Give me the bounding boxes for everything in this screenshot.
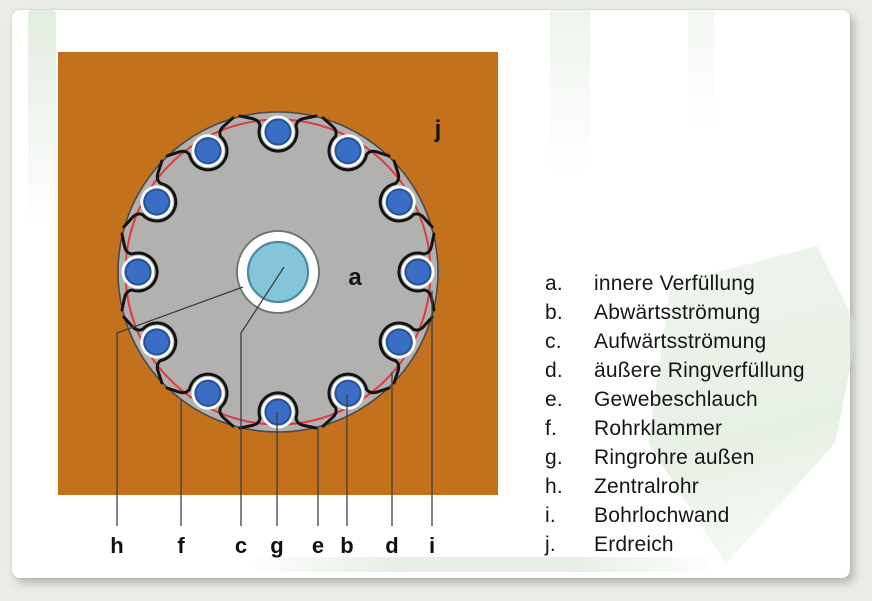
legend-row: b. Abwärtsströmung	[545, 298, 805, 327]
legend-row: c. Aufwärtsströmung	[545, 327, 805, 356]
legend-label: Ringrohre außen	[594, 446, 755, 469]
legend-row: h. Zentralrohr	[545, 472, 805, 501]
legend-key: b.	[545, 301, 563, 324]
callout-letter-b: b	[340, 533, 353, 558]
legend-row: d. äußere Ringverfüllung	[545, 356, 805, 385]
legend: a. innere Verfüllung b. Abwärtsströmung …	[545, 269, 805, 559]
legend-label: Gewebeschlauch	[594, 388, 758, 411]
legend-label: Rohrklammer	[594, 417, 723, 440]
legend-row: a. innere Verfüllung	[545, 269, 805, 298]
legend-row: i. Bohrlochwand	[545, 501, 805, 530]
legend-key: a.	[545, 272, 563, 295]
diagram-label-j: j	[434, 116, 442, 143]
central-pipe	[236, 230, 320, 314]
legend-label: Bohrlochwand	[594, 504, 730, 527]
callout-letter-f: f	[177, 533, 185, 558]
callout-letter-i: i	[429, 533, 435, 558]
callout-letter-h: h	[110, 533, 123, 558]
legend-row: e. Gewebeschlauch	[545, 385, 805, 414]
legend-row: j. Erdreich	[545, 530, 805, 559]
callout-letter-d: d	[385, 533, 398, 558]
legend-row: f. Rohrklammer	[545, 414, 805, 443]
legend-label: äußere Ringverfüllung	[594, 359, 805, 382]
legend-label: Zentralrohr	[594, 475, 699, 498]
legend-label: Aufwärtsströmung	[594, 330, 767, 353]
legend-label: innere Verfüllung	[594, 272, 756, 295]
legend-key: d.	[545, 359, 563, 382]
callout-letter-c: c	[235, 533, 247, 558]
leader-line-c	[240, 266, 285, 526]
legend-label: Abwärtsströmung	[594, 301, 761, 324]
legend-key: h.	[545, 475, 563, 498]
legend-key: g.	[545, 446, 563, 469]
legend-key: j.	[545, 533, 556, 556]
legend-key: i.	[545, 504, 556, 527]
legend-row: g. Ringrohre außen	[545, 443, 805, 472]
callout-letter-e: e	[312, 533, 324, 558]
leader-line-h	[116, 286, 244, 526]
legend-key: c.	[545, 330, 562, 353]
legend-key: e.	[545, 388, 563, 411]
legend-key: f.	[545, 417, 558, 440]
legend-label: Erdreich	[594, 533, 674, 556]
diagram-label-a: a	[348, 264, 362, 291]
callout-letter-g: g	[270, 533, 283, 558]
